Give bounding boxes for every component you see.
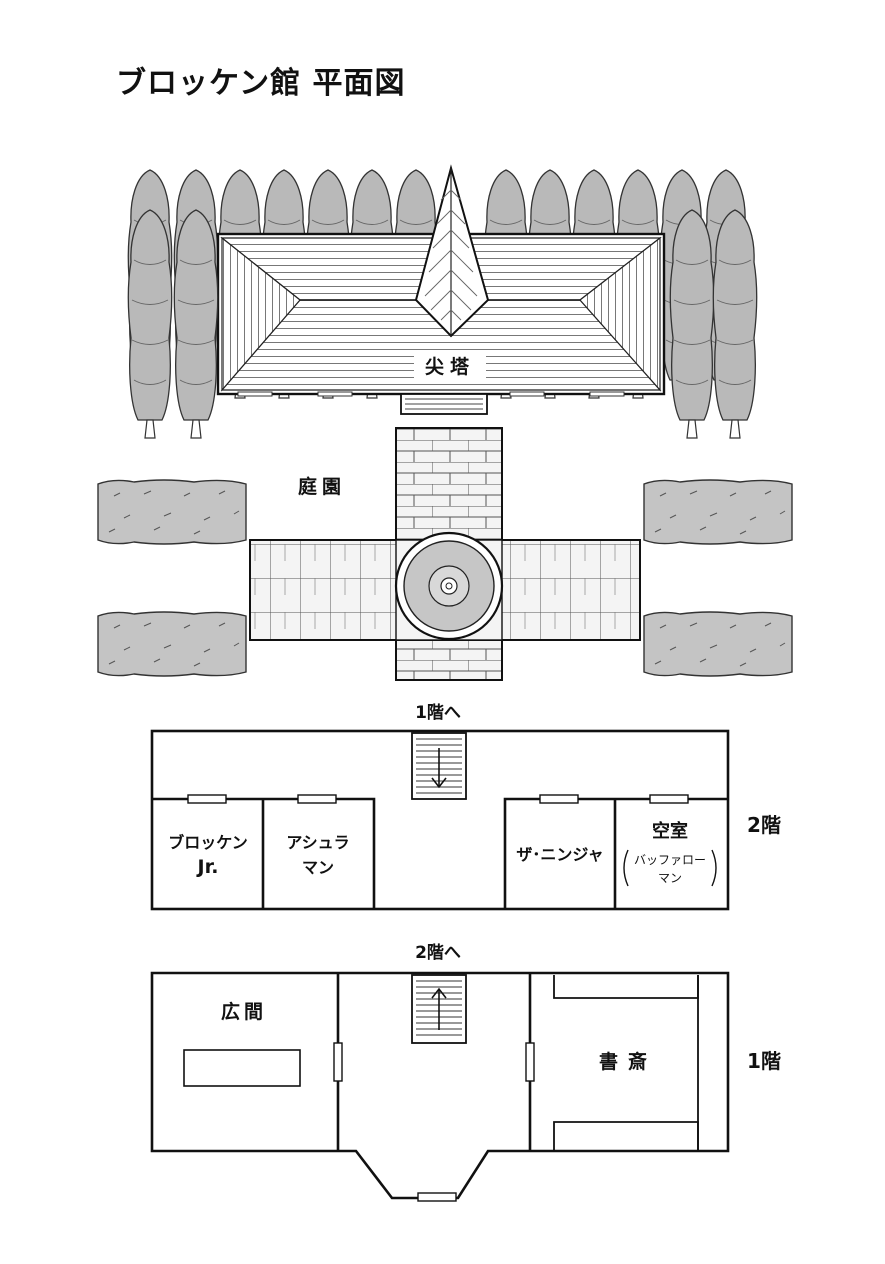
floor2-plan [150, 729, 730, 911]
paren-left [623, 849, 629, 887]
page-title: ブロッケン館 平面図 [116, 66, 406, 101]
room-hall-label: 広間 [221, 1000, 267, 1023]
room-study-label: 書斎 [599, 1050, 657, 1073]
floor2-stairs-label: 1階へ [415, 703, 461, 723]
room-label-line3: マン [658, 871, 682, 885]
tree-column-left [127, 209, 219, 439]
tower-label: 尖塔 [425, 355, 475, 378]
room-label-line2: バッファロー [634, 853, 706, 867]
room-label-line1: 空室 [652, 820, 688, 842]
room-brocken-jr: ブロッケン Jr. [168, 833, 248, 878]
room-label-line1: ザ･ニンジャ [516, 845, 603, 864]
room-ashuraman: アシュラ マン [286, 833, 349, 877]
fountain [394, 531, 504, 641]
room-label-line2: マン [302, 858, 334, 877]
room-label-line2: Jr. [196, 856, 219, 878]
floor2-label: 2階 [747, 813, 781, 837]
room-label-line1: アシュラ [286, 833, 349, 852]
floor1-plan [150, 971, 730, 1202]
floor1-stairs-label: 2階へ [415, 943, 461, 963]
tower-roof [216, 164, 666, 415]
garden-label: 庭園 [298, 475, 346, 498]
room-the-ninja: ザ･ニンジャ [516, 845, 603, 864]
paren-right [711, 849, 717, 887]
floor1-label: 1階 [747, 1049, 781, 1073]
room-label-line1: ブロッケン [168, 833, 248, 852]
room-vacant: 空室 バッファロー マン [623, 820, 717, 887]
